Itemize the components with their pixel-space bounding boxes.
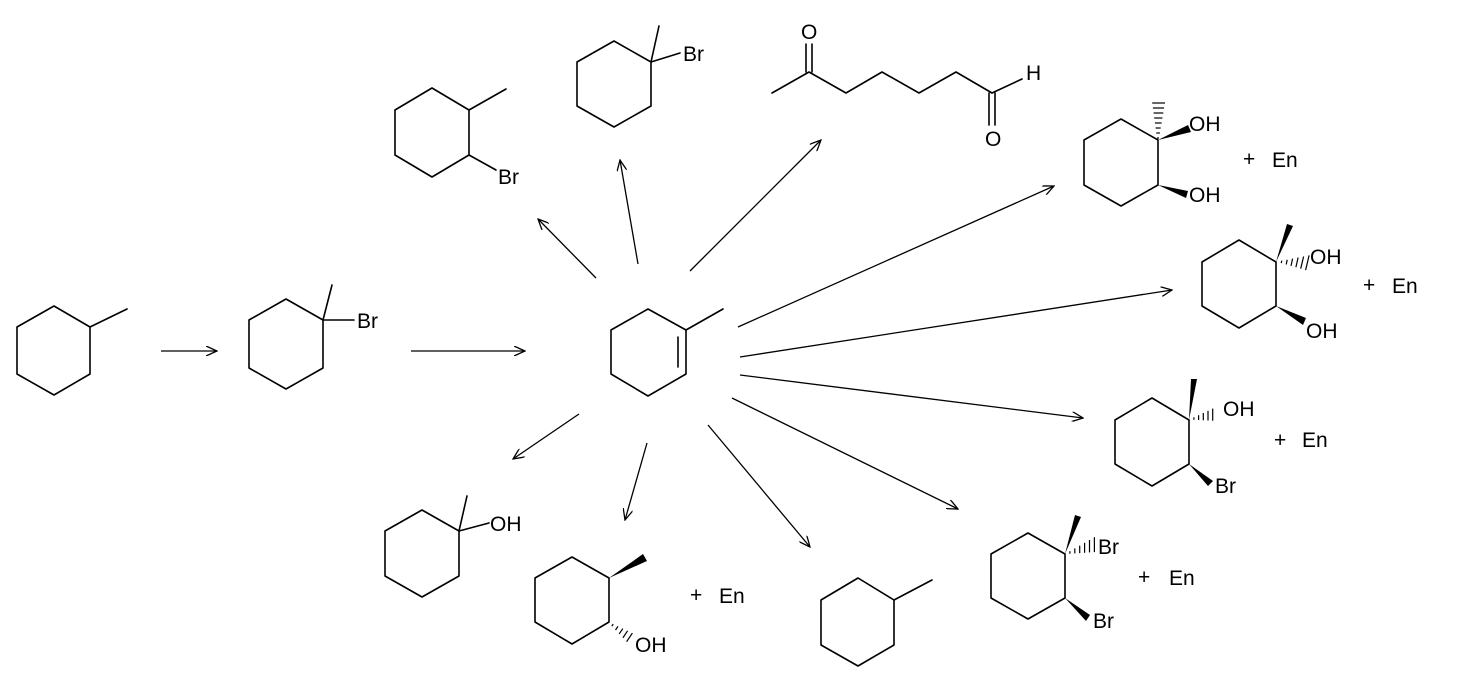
arrow-to-tertiary-alcohol	[513, 413, 580, 459]
arrow-to-ketoaldehyde	[689, 140, 821, 272]
arrow-to-bromo-2-methylcyclohexane	[538, 219, 597, 279]
arrow-to-1-bromo-1-methylcyclohexane	[620, 160, 639, 265]
hashed-bond-oh	[1193, 408, 1214, 421]
arrow-to-cis-diol	[737, 186, 1054, 328]
hashed-bond-oh	[1280, 255, 1310, 271]
wedge-bond-oh-1	[1158, 125, 1191, 140]
hashed-bond-oh	[611, 623, 633, 643]
label-aldehyde-h: H	[1026, 62, 1041, 85]
arrow-to-trans-alcohol	[625, 442, 648, 520]
plus-sign: +	[1274, 429, 1286, 452]
product-trans-diol: OH OH + En	[1201, 224, 1418, 343]
plus-sign: +	[1363, 274, 1375, 297]
arrow-to-bromohydrin	[739, 374, 1083, 418]
wedge-bond-methyl	[609, 554, 647, 578]
plus-sign: +	[1138, 566, 1150, 589]
plus-sign: +	[1243, 148, 1255, 171]
wedge-bond-methyl	[1065, 515, 1081, 554]
label-br: Br	[1098, 536, 1119, 559]
product-methylcyclohexane	[820, 577, 933, 667]
hashed-bond-br	[1069, 537, 1096, 554]
label-oh: OH	[1189, 113, 1221, 136]
product-6-oxoheptanal: O H O	[771, 21, 1041, 151]
wedge-bond-methyl	[1189, 379, 1197, 420]
plus-sign: +	[690, 584, 702, 607]
label-oh: OH	[1189, 184, 1221, 207]
wedge-bond-oh-2	[1158, 185, 1188, 198]
hashed-bond-methyl	[1152, 102, 1165, 139]
label-oh: OH	[1223, 398, 1255, 421]
label-enantiomer: En	[1392, 275, 1418, 298]
label-enantiomer: En	[1302, 429, 1328, 452]
wedge-bond-methyl	[1276, 224, 1293, 262]
methylcyclohexane-start	[16, 305, 128, 396]
methylcyclohexene-center	[610, 308, 724, 397]
wedge-bond-br	[1189, 464, 1213, 486]
wedge-bond-oh	[1276, 306, 1306, 325]
product-1-methylcyclohexanol: OH	[384, 495, 522, 598]
product-cis-diol: OH OH + En	[1083, 102, 1298, 207]
arrow-to-methylcyclohexane	[707, 424, 810, 547]
label-br: Br	[683, 43, 704, 66]
label-br: Br	[357, 310, 378, 333]
arrow-to-dibromide	[731, 397, 958, 509]
label-oh: OH	[1306, 320, 1338, 343]
bromomethylcyclohexane-intermediate: Br	[248, 284, 378, 390]
arrow-to-trans-diol	[739, 290, 1172, 358]
label-oh: OH	[1310, 246, 1342, 269]
label-br: Br	[1215, 475, 1236, 498]
product-dibromide: Br Br + En	[990, 515, 1195, 633]
label-enantiomer: En	[719, 585, 745, 608]
label-oh: OH	[490, 513, 522, 536]
product-1-bromo-1-methylcyclohexane: Br	[576, 25, 704, 128]
label-ketone-o: O	[801, 21, 817, 44]
product-bromo-2-methylcyclohexane: Br	[394, 87, 519, 189]
label-enantiomer: En	[1272, 149, 1298, 172]
label-br: Br	[1093, 610, 1114, 633]
product-bromohydrin: OH Br + En	[1114, 379, 1328, 498]
label-br: Br	[498, 166, 519, 189]
label-aldehyde-o: O	[985, 128, 1001, 151]
wedge-bond-br	[1065, 598, 1090, 621]
product-trans-2-methylcyclohexanol: OH + En	[534, 554, 745, 657]
label-oh: OH	[635, 634, 667, 657]
label-enantiomer: En	[1169, 567, 1195, 590]
